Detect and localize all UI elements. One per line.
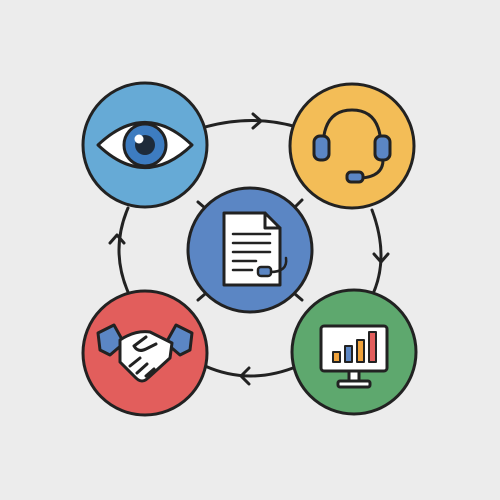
node-document [186,186,314,314]
connector-support-to-analytics [370,208,383,298]
arrow-left-icon [239,366,251,386]
handshake-icon [96,323,194,383]
arrow-up-icon [108,233,126,245]
arrow-right-icon [251,112,263,130]
connector-analytics-to-partnership [203,364,300,378]
connector-partnership-to-eye [117,206,130,294]
headset-icon [312,108,392,184]
eye-icon [96,121,194,169]
document-icon [222,211,288,287]
arrow-down-icon [372,252,390,264]
cycle-arrows [108,112,390,386]
connector-eye-to-support [193,118,302,132]
node-analytics [290,288,418,416]
node-partnership [81,289,209,417]
node-eye [81,81,209,209]
node-support [288,82,416,210]
bar-chart-monitor-icon [319,324,389,389]
